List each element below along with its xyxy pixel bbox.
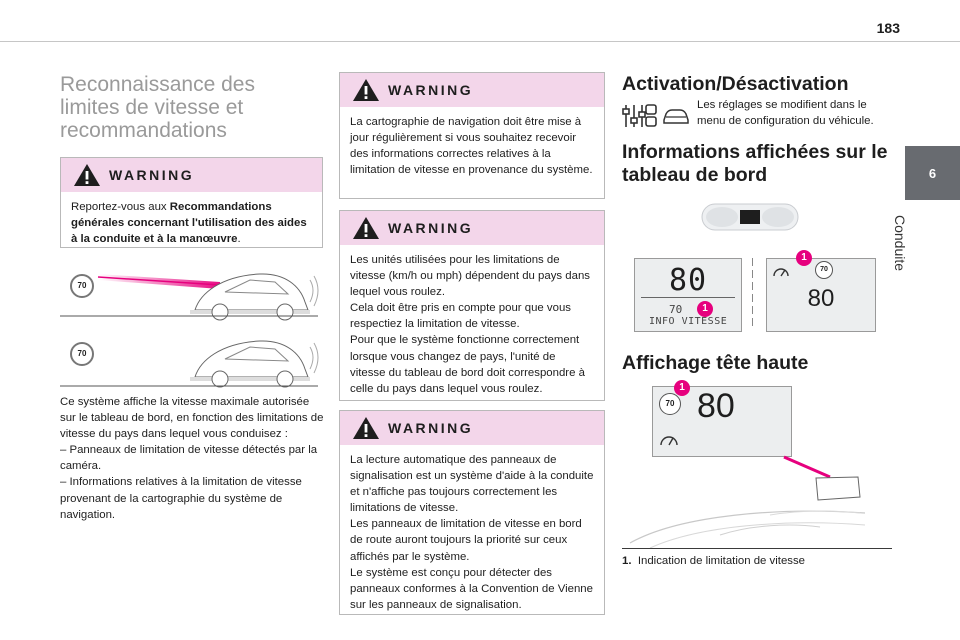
chapter-label: Conduite (892, 215, 908, 272)
warning-triangle-icon (353, 79, 379, 101)
speed-sign-icon: 70 (815, 261, 833, 279)
vehicle-icon (663, 109, 689, 124)
car-without-beam (190, 340, 319, 388)
display-separator (752, 258, 753, 330)
speed-sign-icon: 70 (70, 342, 94, 366)
warning-label: WARNING (388, 220, 474, 236)
callout-badge: 1 (697, 301, 713, 317)
digital-limit: 70 (669, 303, 683, 316)
activation-heading: Activation/Désactivation (622, 73, 849, 95)
speedometer-icon (773, 268, 789, 277)
windshield-hud-illustration (629, 455, 866, 549)
legend-item: 1. Indication de limitation de vitesse (622, 553, 892, 569)
warning-text: La cartographie de navigation doit être … (350, 116, 593, 177)
dashboard-heading: Informations affichées sur le tableau de… (622, 141, 888, 186)
speed-sign-icon: 70 (70, 274, 94, 298)
instrument-cluster-icon (701, 203, 799, 231)
warning-header: WARNING (61, 158, 322, 192)
digital-cluster-display: 80 70 INFO VITESSE (634, 258, 742, 332)
warning-text-bold: Recommandations générales concernant l'u… (71, 201, 307, 246)
warning-box-3: WARNING Les unités utilisées pour les li… (339, 210, 605, 401)
warning-header: WARNING (340, 73, 604, 107)
car-with-camera-beam (97, 273, 319, 321)
legend-number: 1. (622, 555, 632, 567)
hud-display: 70 80 (652, 386, 792, 457)
legend-divider (622, 548, 892, 549)
warning-triangle-icon (74, 164, 100, 186)
warning-box-1: WARNING Reportez-vous aux Recommandation… (60, 157, 323, 248)
analog-speed: 80 (807, 285, 835, 312)
callout-badge: 1 (674, 380, 690, 396)
page-number: 183 (876, 20, 900, 36)
speedometer-icon (660, 436, 678, 446)
legend-text: Indication de limitation de vitesse (637, 555, 805, 567)
digital-caption: INFO VITESSE (649, 316, 728, 327)
warning-box-2: WARNING La cartographie de navigation do… (339, 72, 605, 199)
warning-label: WARNING (109, 167, 195, 183)
digital-separator (641, 297, 735, 298)
chapter-tab[interactable]: 6 (905, 146, 960, 200)
analog-cluster-display: 70 80 (766, 258, 876, 332)
warning-text: Reportez-vous aux Recommandations généra… (61, 192, 322, 255)
warning-text: Les unités utilisées pour les limitation… (350, 254, 590, 395)
warning-text-plain: Reportez-vous aux (71, 201, 170, 213)
activation-text: Les réglages se modifient dans le menu d… (697, 99, 874, 128)
warning-triangle-icon (353, 417, 379, 439)
page-title: Reconnaissance des limites de vitesse et… (60, 73, 255, 142)
hud-heading: Affichage tête haute (622, 352, 809, 374)
digital-speed: 80 (668, 263, 708, 298)
warning-box-4: WARNING La lecture automatique des panne… (339, 410, 605, 615)
warning-text: La lecture automatique des panneaux de s… (350, 454, 594, 611)
header-rule (0, 41, 960, 42)
hud-speed: 80 (697, 387, 735, 425)
warning-label: WARNING (388, 82, 474, 98)
warning-text-end: . (237, 233, 241, 246)
callout-badge: 1 (796, 250, 812, 266)
warning-header: WARNING (340, 411, 604, 445)
warning-label: WARNING (388, 420, 474, 436)
settings-sliders-icon (622, 104, 657, 127)
intro-paragraph: Ce système affiche la vitesse maximale a… (60, 396, 324, 521)
sign-detection-illustration (60, 273, 319, 388)
warning-triangle-icon (353, 217, 379, 239)
warning-header: WARNING (340, 211, 604, 245)
chapter-side-label: Conduite (892, 215, 930, 335)
speed-sign-icon: 70 (659, 393, 681, 415)
